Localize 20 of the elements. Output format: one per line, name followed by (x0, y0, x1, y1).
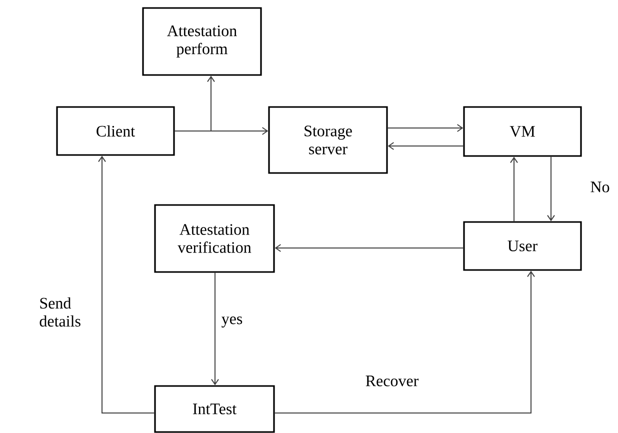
process-box: Client (56, 106, 175, 156)
edge-label: No (589, 180, 611, 194)
process-box: User (463, 221, 582, 271)
edge-label: Send details (38, 296, 86, 328)
arrow (274, 244, 464, 252)
edge-label: Recover (364, 374, 420, 388)
arrow (98, 156, 155, 414)
process-box: Attestation verification (154, 204, 275, 273)
arrow (388, 142, 464, 150)
arrow (211, 272, 219, 386)
arrow (174, 76, 215, 132)
edge-label: yes (220, 316, 244, 328)
arrow (547, 156, 555, 222)
arrow (274, 270, 535, 414)
arrow (387, 124, 464, 132)
process-box: Storage server (268, 106, 388, 174)
process-box: VM (463, 106, 582, 157)
process-box: Attestation perform (142, 7, 262, 76)
arrow (510, 156, 518, 222)
process-box: IntTest (154, 385, 275, 433)
